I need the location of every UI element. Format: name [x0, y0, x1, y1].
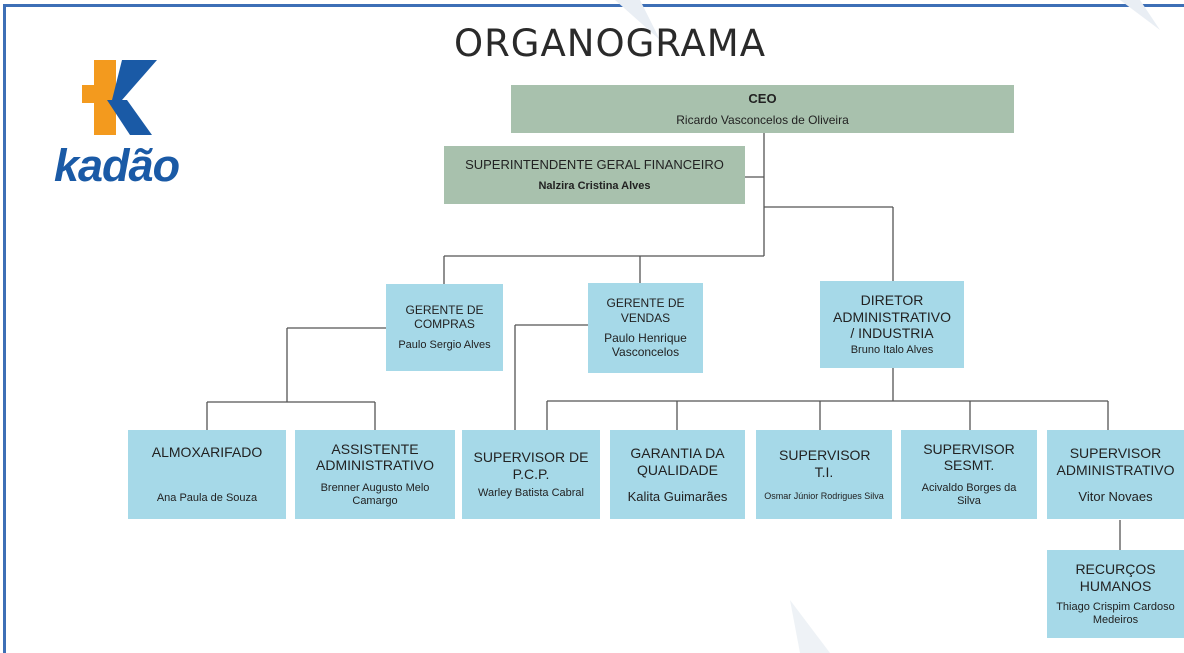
node-role: RECURÇOS HUMANOS	[1075, 561, 1156, 594]
node-name: Bruno Italo Alves	[850, 344, 934, 357]
node-role: ASSISTENTE ADMINISTRATIVO	[316, 440, 434, 474]
node-name: Vitor Novaes	[1078, 488, 1153, 504]
node-role: CEO	[748, 91, 777, 106]
node-name: Acivaldo Borges da Silva	[921, 482, 1017, 508]
node-garantia-qualidade: GARANTIA DA QUALIDADE Kalita Guimarães	[610, 430, 745, 519]
node-name: Paulo Henrique Vasconcelos	[604, 331, 687, 360]
node-name: Brenner Augusto Melo Camargo	[320, 482, 430, 508]
node-name: Warley Batista Cabral	[478, 486, 584, 499]
node-assistente-administrativo: ASSISTENTE ADMINISTRATIVO Brenner August…	[295, 430, 455, 519]
node-role: GERENTE DE VENDAS	[606, 296, 685, 325]
node-name: Ana Paula de Souza	[156, 491, 258, 504]
node-supervisor-sesmt: SUPERVISOR SESMT. Acivaldo Borges da Sil…	[901, 430, 1037, 519]
node-role: ALMOXARIFADO	[151, 444, 263, 460]
node-supervisor-ti: SUPERVISOR T.I. Osmar Júnior Rodrigues S…	[756, 430, 892, 519]
node-name: Nalzira Cristina Alves	[538, 180, 651, 193]
node-diretor-administrativo: DIRETOR ADMINISTRATIVO / INDUSTRIA Bruno…	[820, 281, 964, 368]
node-ceo: CEO Ricardo Vasconcelos de Oliveira	[511, 85, 1014, 133]
node-role: GARANTIA DA QUALIDADE	[630, 444, 725, 478]
node-role: SUPERVISOR ADMINISTRATIVO	[1056, 444, 1175, 478]
node-name: Kalita Guimarães	[627, 488, 728, 504]
node-superintendente-financeiro: SUPERINTENDENTE GERAL FINANCEIRO Nalzira…	[444, 146, 745, 204]
page-title: ORGANOGRAMA	[453, 22, 767, 65]
node-role: SUPERINTENDENTE GERAL FINANCEIRO	[465, 156, 724, 172]
node-name: Ricardo Vasconcelos de Oliveira	[676, 112, 849, 127]
node-supervisor-pcp: SUPERVISOR DE P.C.P. Warley Batista Cabr…	[462, 430, 600, 519]
node-name: Paulo Sergio Alves	[398, 339, 491, 352]
node-role: GERENTE DE COMPRAS	[405, 302, 484, 331]
node-gerente-vendas: GERENTE DE VENDAS Paulo Henrique Vasconc…	[588, 283, 703, 373]
node-name: Thiago Crispim Cardoso Medeiros	[1056, 600, 1175, 626]
page-frame	[3, 4, 1184, 653]
kadao-logo-icon	[82, 60, 157, 135]
logo-wordmark: kadão	[54, 140, 180, 191]
node-role: SUPERVISOR DE P.C.P.	[473, 449, 589, 482]
node-name: Osmar Júnior Rodrigues Silva	[764, 490, 884, 501]
node-supervisor-administrativo: SUPERVISOR ADMINISTRATIVO Vitor Novaes	[1047, 430, 1184, 519]
node-role: SUPERVISOR T.I.	[779, 447, 871, 481]
node-role: DIRETOR ADMINISTRATIVO / INDUSTRIA	[833, 291, 951, 342]
node-recursos-humanos: RECURÇOS HUMANOS Thiago Crispim Cardoso …	[1047, 550, 1184, 638]
node-gerente-compras: GERENTE DE COMPRAS Paulo Sergio Alves	[386, 284, 503, 371]
node-role: SUPERVISOR SESMT.	[923, 440, 1015, 474]
node-almoxarifado: ALMOXARIFADO Ana Paula de Souza	[128, 430, 286, 519]
